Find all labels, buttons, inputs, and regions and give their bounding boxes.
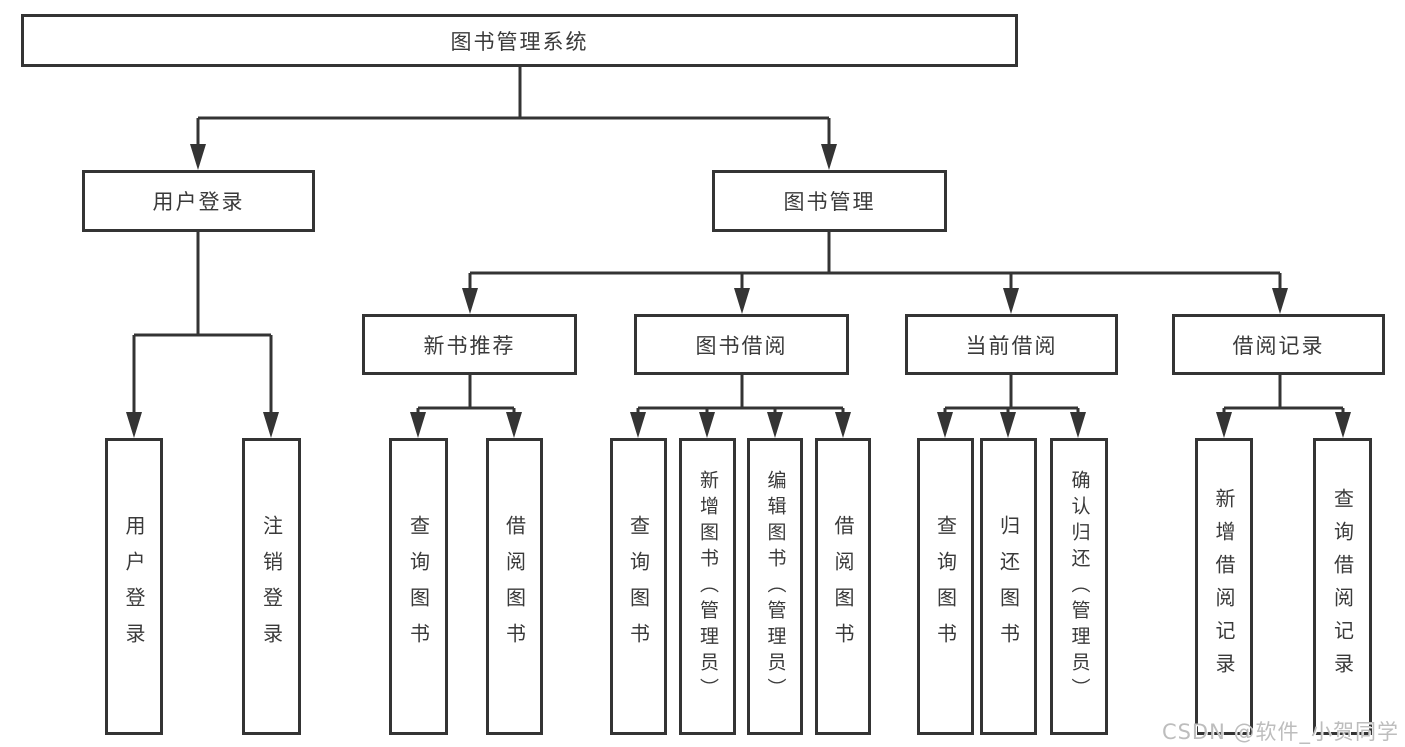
node-label: 新增借阅记录: [1212, 487, 1236, 686]
node-label: 用户登录: [152, 190, 245, 214]
node-label: 借阅图书: [502, 514, 527, 659]
connector-bookborrow-to-leaves: [636, 375, 845, 428]
leaf-edit-books-admin: 编辑图书（管理员）: [747, 438, 803, 735]
leaf-query-books-current: 查询图书: [917, 438, 974, 735]
connector-userlogin-to-leaves: [132, 232, 273, 428]
leaf-query-borrow-record: 查询借阅记录: [1313, 438, 1372, 735]
leaf-return-books: 归还图书: [980, 438, 1037, 735]
node-label: 查询借阅记录: [1330, 487, 1355, 686]
leaf-query-books-recommend: 查询图书: [389, 438, 448, 735]
leaf-borrow-books-recommend: 借阅图书: [486, 438, 543, 735]
node-label: 新增图书（管理员）: [697, 469, 719, 704]
node-user-login: 用户登录: [82, 170, 315, 232]
node-label: 图书管理: [783, 190, 876, 214]
leaf-query-books-borrow: 查询图书: [610, 438, 667, 735]
node-book-management: 图书管理: [712, 170, 947, 232]
leaf-borrow-books: 借阅图书: [815, 438, 871, 735]
node-label: 查询图书: [626, 514, 651, 659]
arrowheads: [126, 144, 1351, 438]
csdn-watermark: CSDN @软件_小贺同学: [1161, 720, 1399, 744]
connector-root-to-level2: [196, 67, 831, 160]
leaf-logout: 注销登录: [242, 438, 301, 735]
node-label: 查询图书: [406, 514, 431, 659]
node-label: 图书借阅: [695, 333, 788, 358]
node-label: 借阅图书: [831, 514, 855, 659]
node-borrowing-records: 借阅记录: [1172, 314, 1385, 375]
node-label: 图书管理系统: [450, 29, 589, 54]
node-new-book-recommendation: 新书推荐: [362, 314, 577, 375]
node-label: 当前借阅: [965, 333, 1058, 358]
node-book-borrowing: 图书借阅: [634, 314, 849, 375]
leaf-add-borrow-record: 新增借阅记录: [1195, 438, 1253, 735]
connector-bookmgmt-to-level3: [468, 232, 1282, 304]
node-label: 新书推荐: [423, 333, 516, 358]
node-label: 编辑图书（管理员）: [764, 469, 787, 704]
node-label: 借阅记录: [1232, 333, 1325, 358]
node-label: 归还图书: [996, 514, 1021, 659]
node-label: 确认归还（管理员）: [1068, 469, 1091, 704]
leaf-user-login: 用户登录: [105, 438, 163, 735]
node-library-management-system: 图书管理系统: [21, 14, 1018, 67]
node-current-borrowing: 当前借阅: [905, 314, 1118, 375]
node-label: 查询图书: [933, 514, 958, 659]
connector-newbook-to-leaves: [416, 375, 516, 428]
node-label: 用户登录: [122, 514, 146, 659]
connector-borrowrecords-to-leaves: [1222, 375, 1345, 428]
leaf-add-books-admin: 新增图书（管理员）: [679, 438, 736, 735]
node-label: 注销登录: [259, 514, 284, 659]
leaf-confirm-return-admin: 确认归还（管理员）: [1050, 438, 1108, 735]
